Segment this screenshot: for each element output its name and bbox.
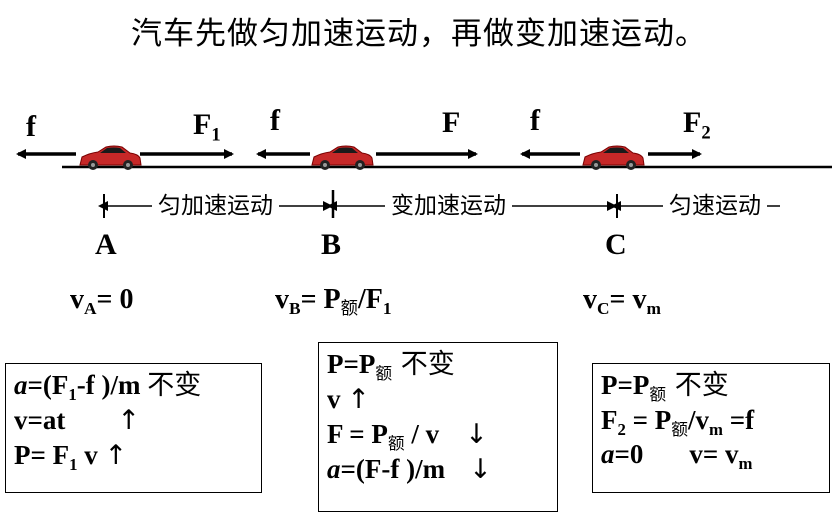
stage-label-uniform-acceleration: 匀加速运动	[152, 192, 279, 220]
friction-label-b: f	[270, 104, 280, 137]
point-label-c: C	[605, 228, 627, 261]
velocity-c: vC= vm	[583, 284, 661, 319]
velocity-b: vB= P额/F1	[275, 284, 392, 320]
down-arrow-icon: ↓	[465, 419, 488, 450]
down-arrow-icon: ↓	[469, 454, 492, 485]
formula-row: P=P额 不变	[327, 349, 455, 383]
page-title: 汽车先做匀加速运动，再做变加速运动。	[131, 16, 707, 52]
traction-label-b: F	[442, 106, 461, 139]
formula-row: v ↑	[327, 384, 370, 415]
up-arrow-icon: ↑	[347, 384, 370, 415]
formula-row: F2 = P额/vm =f	[601, 405, 755, 439]
formula-box-stage2: P=P额 不变 v ↑ F = P额 / v↓ a=(F-f )/m↓	[318, 342, 558, 512]
formula-row: P=P额 不变	[601, 370, 729, 404]
formula-row: v=at↑	[14, 405, 141, 436]
formula-box-stage1: a=(F1-f )/m 不变 v=at↑ P= F1 v ↑	[5, 363, 262, 493]
friction-label-c: f	[530, 104, 540, 137]
velocity-a: vA= 0	[70, 284, 134, 319]
formula-row: a=(F1-f )/m 不变	[14, 370, 202, 404]
formula-row: F = P额 / v↓	[327, 419, 488, 453]
traction-label-c: F2	[683, 106, 711, 144]
formula-row: a=(F-f )/m↓	[327, 454, 492, 485]
up-arrow-icon: ↑	[104, 440, 128, 471]
stage-label-uniform-motion: 匀速运动	[663, 192, 767, 220]
point-label-b: B	[321, 228, 342, 261]
formula-row: P= F1 v ↑	[14, 440, 128, 474]
traction-label-a: F1	[193, 108, 221, 146]
point-label-a: A	[95, 228, 117, 261]
friction-label-a: f	[26, 110, 36, 143]
stage-label-variable-acceleration: 变加速运动	[385, 192, 512, 220]
up-arrow-icon: ↑	[117, 405, 141, 436]
